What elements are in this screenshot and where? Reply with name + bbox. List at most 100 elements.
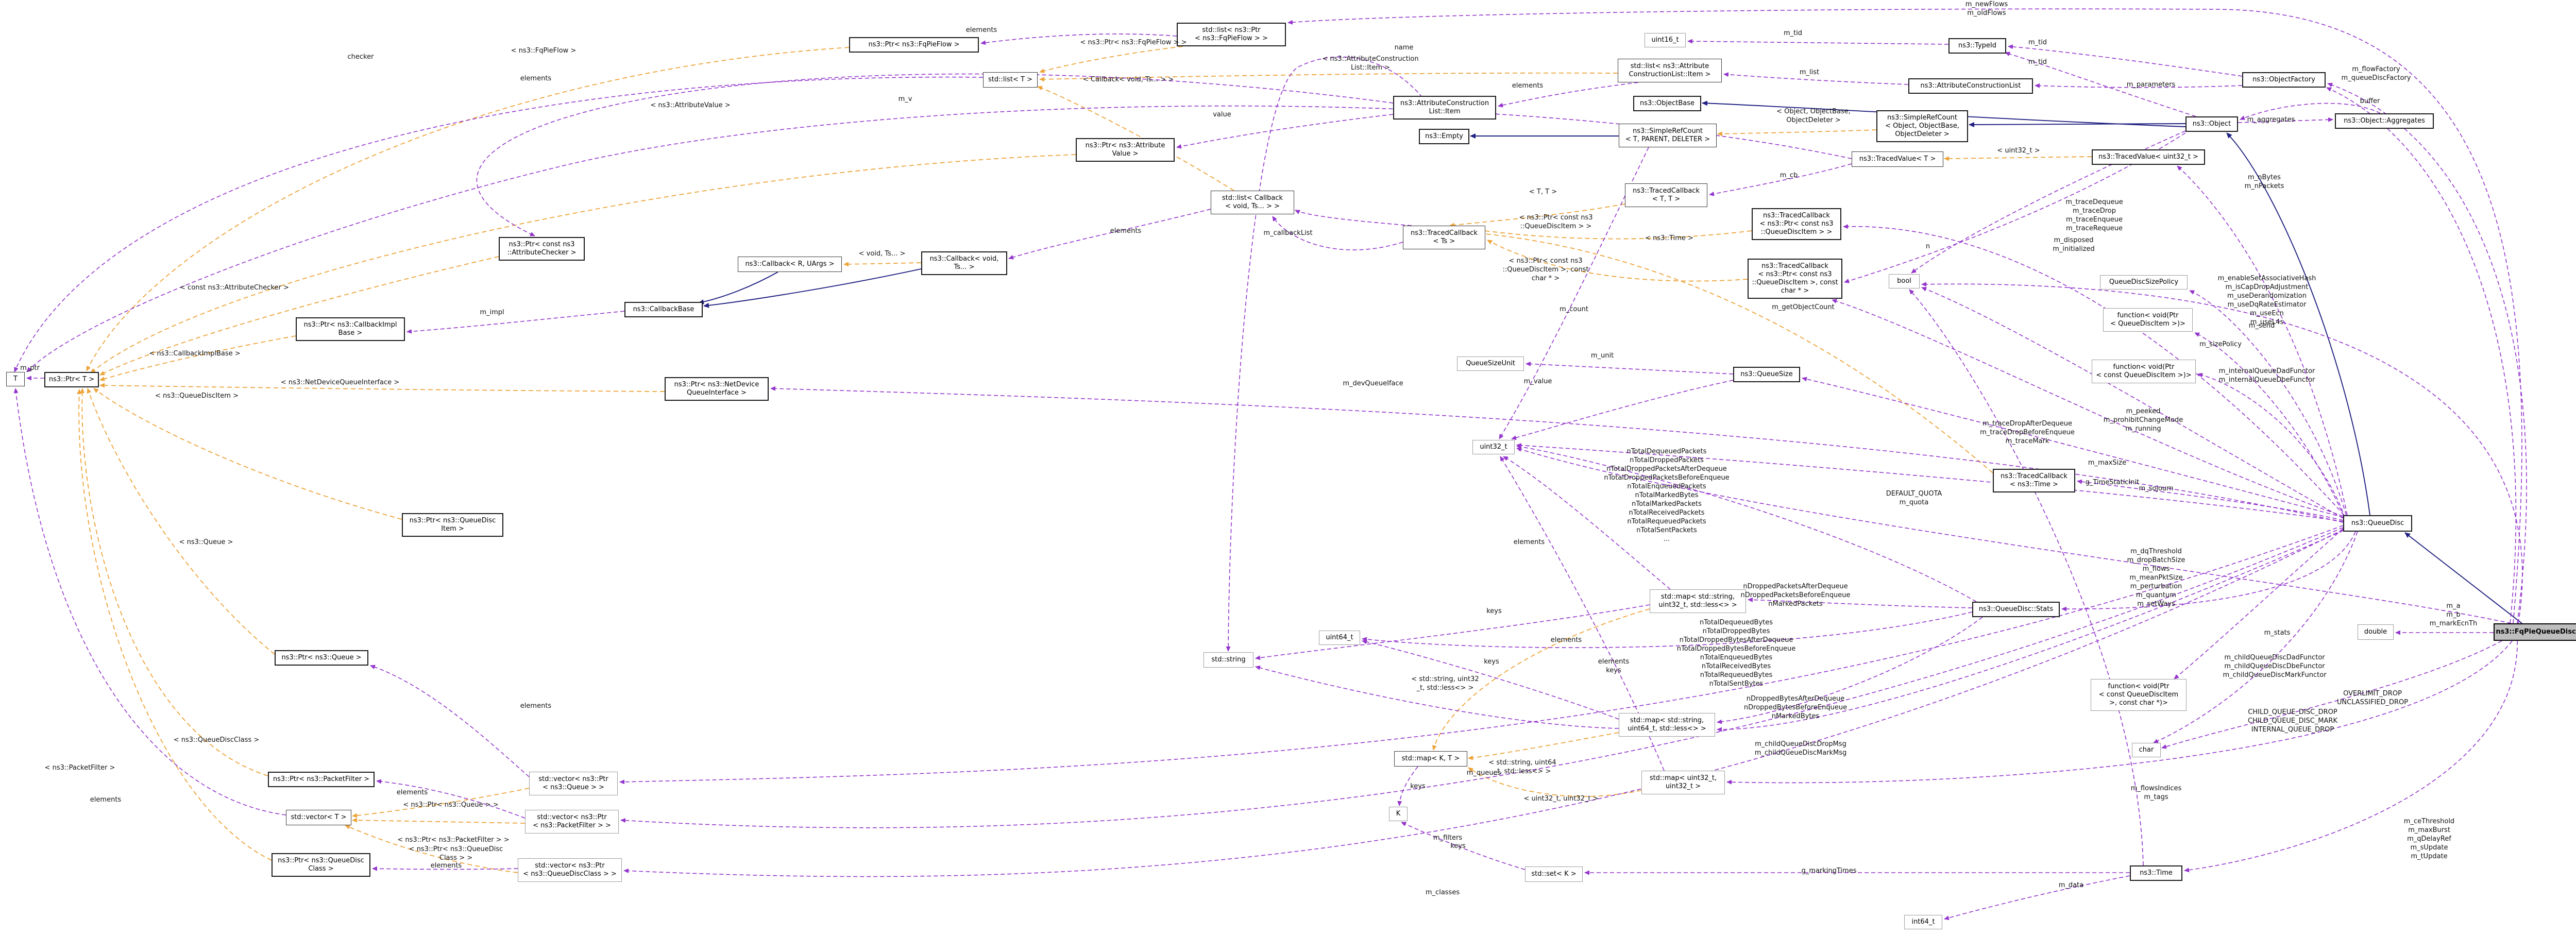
node-ptr-fqpieflow[interactable]: ns3::Ptr< ns3::FqPieFlow > bbox=[849, 37, 979, 53]
node-list-acl-item[interactable]: std::list< ns3::Attribute ConstructionLi… bbox=[1618, 59, 1722, 82]
node-empty[interactable]: ns3::Empty bbox=[1419, 129, 1469, 144]
node-object-aggregates[interactable]: ns3::Object::Aggregates bbox=[2335, 113, 2434, 129]
node-std-string[interactable]: std::string bbox=[1204, 652, 1253, 668]
edge-use-qd-tctime bbox=[2077, 479, 2344, 521]
node-time[interactable]: ns3::Time bbox=[2130, 865, 2182, 881]
node-queuesize[interactable]: ns3::QueueSize bbox=[1733, 367, 1800, 382]
edge-use-objfactory-typeid bbox=[2008, 44, 2243, 77]
node-set-k[interactable]: std::set< K > bbox=[1525, 866, 1583, 882]
edge-use-tcts-listcb bbox=[1272, 216, 1403, 250]
edge-tpl-ptrcbimpl-ptrt bbox=[99, 335, 296, 381]
node-objectfactory[interactable]: ns3::ObjectFactory bbox=[2242, 72, 2326, 88]
node-tracedcallback-qdi-char[interactable]: ns3::TracedCallback < ns3::Ptr< const ns… bbox=[1748, 259, 1842, 299]
node-object[interactable]: ns3::Object bbox=[2185, 116, 2238, 132]
edge-use-stats-uint32 bbox=[1516, 444, 1977, 602]
node-tracedvalue-t[interactable]: ns3::TracedValue< T > bbox=[1852, 151, 1943, 167]
edge-use-listflow-ptrflow bbox=[980, 33, 1177, 45]
node-function-const-qdi[interactable]: function< void(Ptr < const QueueDiscItem… bbox=[2092, 360, 2196, 383]
edge-use-listcb-cbvoid bbox=[1008, 209, 1211, 260]
node-callback-r-uargs[interactable]: ns3::Callback< R, UArgs > bbox=[738, 257, 842, 272]
node-vector-ptr-packetfilter[interactable]: std::vector< ns3::Ptr < ns3::PacketFilte… bbox=[525, 810, 619, 834]
edge-use-vt-t bbox=[13, 388, 286, 815]
node-acl-item[interactable]: ns3::AttributeConstruction List::Item bbox=[1393, 96, 1496, 120]
node-k-param[interactable]: K bbox=[1389, 807, 1408, 821]
edge-tpl-ptrpf-ptrt bbox=[80, 388, 268, 776]
node-ptr-queuediscclass[interactable]: ns3::Ptr< ns3::QueueDisc Class > bbox=[272, 853, 370, 877]
edge-use-fqpie-listflow bbox=[1287, 8, 2522, 624]
node-ptr-queue[interactable]: ns3::Ptr< ns3::Queue > bbox=[275, 650, 368, 666]
edge-use-time-int64 bbox=[1944, 875, 2130, 920]
node-ptr-attributevalue[interactable]: ns3::Ptr< ns3::Attribute Value > bbox=[1076, 138, 1175, 162]
node-t-param[interactable]: T bbox=[6, 372, 25, 386]
node-tracedcallback-qdi[interactable]: ns3::TracedCallback < ns3::Ptr< const ns… bbox=[1752, 208, 1841, 240]
node-map-string-uint64[interactable]: std::map< std::string, uint64_t, std::le… bbox=[1619, 713, 1715, 737]
node-tracedcallback-time[interactable]: ns3::TracedCallback < ns3::Time > bbox=[1993, 469, 2075, 492]
node-map-uint32-uint32[interactable]: std::map< uint32_t, uint32_t > bbox=[1641, 771, 1725, 794]
node-attrconslist[interactable]: ns3::AttributeConstructionList bbox=[1908, 78, 2033, 94]
node-map-k-t[interactable]: std::map< K, T > bbox=[1394, 751, 1467, 767]
edge-inh-cbr-cbbase bbox=[698, 271, 778, 304]
edge-use-msu32-string bbox=[1255, 604, 1650, 660]
edge-use-aclitem-string bbox=[1226, 56, 1438, 652]
edge-tpl-tcqdichar-tcts bbox=[1487, 240, 1748, 282]
node-ptr-netdevqueueiface[interactable]: ns3::Ptr< ns3::NetDevice QueueInterface … bbox=[665, 377, 769, 401]
node-char[interactable]: char bbox=[2132, 743, 2161, 757]
node-ptr-callbackimplbase[interactable]: ns3::Ptr< ns3::CallbackImpl Base > bbox=[296, 317, 405, 341]
node-simplerefcount-obj[interactable]: ns3::SimpleRefCount < Object, ObjectBase… bbox=[1876, 110, 1968, 142]
node-tracedcallback-tt[interactable]: ns3::TracedCallback < T, T > bbox=[1625, 183, 1707, 207]
edge-use-qd-vecqdc bbox=[623, 529, 2344, 877]
edge-use-listitem-aclitem bbox=[1498, 82, 1639, 108]
edge-use-setk-k bbox=[1401, 822, 1526, 870]
node-list-t[interactable]: std::list< T > bbox=[983, 72, 1038, 88]
node-queuedisc[interactable]: ns3::QueueDisc bbox=[2343, 515, 2412, 532]
node-vector-t[interactable]: std::vector< T > bbox=[286, 810, 351, 825]
node-ptr-packetfilter[interactable]: ns3::Ptr< ns3::PacketFilter > bbox=[268, 772, 375, 787]
node-list-callback[interactable]: std::list< Callback < void, Ts... > > bbox=[1211, 191, 1294, 214]
edge-use-vpf-ptrpf bbox=[376, 779, 526, 819]
node-queuedisc-stats[interactable]: ns3::QueueDisc::Stats bbox=[1972, 602, 2060, 617]
node-ptr-const-attrchecker[interactable]: ns3::Ptr< const ns3 ::AttributeChecker > bbox=[499, 237, 585, 261]
node-vector-ptr-queue[interactable]: std::vector< ns3::Ptr < ns3::Queue > > bbox=[529, 772, 618, 795]
edge-inh-object-srco bbox=[1969, 122, 2186, 127]
node-list-ptr-fqpieflow[interactable]: std::list< ns3::Ptr < ns3::FqPieFlow > > bbox=[1177, 23, 1286, 46]
edge-tpl-listcb-listt bbox=[1037, 86, 1234, 191]
edge-use-stats-msu32 bbox=[1748, 597, 1973, 608]
edge-use-qd-char bbox=[2153, 531, 2358, 743]
node-queuediscsizepolicy[interactable]: QueueDiscSizePolicy bbox=[2100, 275, 2188, 290]
edge-use-aclitem-checker bbox=[476, 73, 1394, 236]
node-vector-ptr-queuediscclass[interactable]: std::vector< ns3::Ptr < ns3::QueueDiscCl… bbox=[518, 858, 622, 882]
node-tracedcallback-ts[interactable]: ns3::TracedCallback < Ts > bbox=[1403, 226, 1485, 249]
node-typeid[interactable]: ns3::TypeId bbox=[1948, 38, 2006, 54]
node-uint16-t[interactable]: uint16_t bbox=[1645, 33, 1686, 47]
edge-inh-cbvoid-cbbase bbox=[703, 268, 922, 308]
edge-use-fqpie-objfactory1 bbox=[2327, 82, 2527, 624]
node-callback-void-ts[interactable]: ns3::Callback< void, Ts... > bbox=[921, 251, 1007, 275]
edge-inh-queuedisc-object bbox=[2226, 132, 2370, 516]
edge-tpl-ptrflow-ptrt bbox=[86, 47, 850, 371]
edge-use-qsize-uint32 bbox=[1511, 380, 1734, 440]
node-function-send[interactable]: function< void(Ptr < QueueDiscItem >)> bbox=[2103, 308, 2193, 332]
edge-use-stats-uint64 bbox=[1362, 611, 1973, 648]
node-simplerefcount-t[interactable]: ns3::SimpleRefCount < T, PARENT, DELETER… bbox=[1619, 124, 1717, 147]
node-double[interactable]: double bbox=[2358, 624, 2394, 640]
edge-tpl-mu32-mkt bbox=[1468, 767, 1642, 797]
node-uint64-t[interactable]: uint64_t bbox=[1319, 631, 1360, 645]
edge-use-stats-msu64 bbox=[1717, 617, 1983, 724]
node-int64-t[interactable]: int64_t bbox=[1904, 915, 1942, 929]
node-callbackbase[interactable]: ns3::CallbackBase bbox=[624, 302, 703, 317]
edge-use-object-typeid bbox=[2005, 52, 2196, 117]
node-ptr-t[interactable]: ns3::Ptr< T > bbox=[44, 372, 99, 387]
node-objectbase[interactable]: ns3::ObjectBase bbox=[1633, 96, 1701, 111]
node-map-string-uint32[interactable]: std::map< std::string, uint32_t, std::le… bbox=[1650, 589, 1746, 613]
edge-use-qd-bool bbox=[1921, 287, 2344, 519]
node-uint32-t[interactable]: uint32_t bbox=[1472, 440, 1515, 454]
node-tracedvalue-uint32[interactable]: ns3::TracedValue< uint32_t > bbox=[2092, 149, 2205, 165]
edge-use-qd-fnconst bbox=[2197, 372, 2346, 519]
node-fqpiequeuedisc[interactable]: ns3::FqPieQueueDisc bbox=[2494, 623, 2576, 641]
node-queuesizeunit[interactable]: QueueSizeUnit bbox=[1457, 356, 1524, 371]
node-function-char[interactable]: function< void(Ptr < const QueueDiscItem… bbox=[2091, 679, 2187, 711]
node-bool[interactable]: bool bbox=[1889, 274, 1920, 288]
node-ptr-queuediscitem[interactable]: ns3::Ptr< ns3::QueueDisc Item > bbox=[402, 513, 503, 537]
edge-use-object-bool bbox=[1911, 130, 2186, 274]
edge-use-qd-sizepolicy bbox=[2189, 290, 2347, 516]
